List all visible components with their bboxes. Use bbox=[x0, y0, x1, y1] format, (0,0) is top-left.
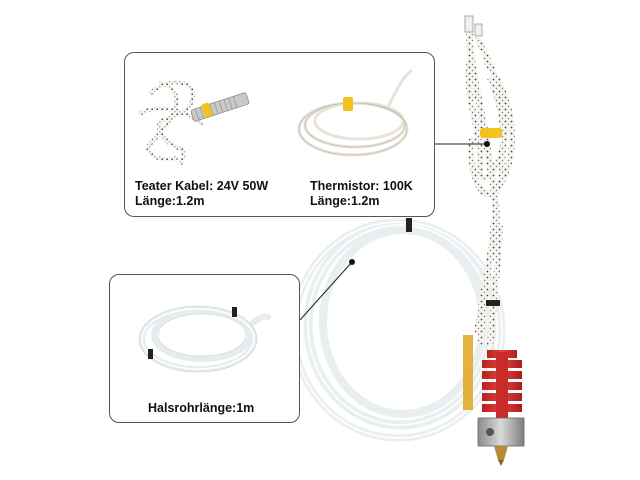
yellow-tie bbox=[480, 128, 502, 138]
tube-length: Halsrohrlänge:1m bbox=[148, 401, 255, 415]
kapton-tape bbox=[463, 335, 473, 410]
thermistor-spec: Thermistor: 100K bbox=[310, 179, 413, 193]
thermistor-cable-image bbox=[297, 69, 413, 157]
heater-length: Länge:1.2m bbox=[135, 194, 205, 208]
thermistor-caption: Thermistor: 100K Länge:1.2m bbox=[310, 179, 413, 209]
tube-caption: Halsrohrlänge:1m bbox=[148, 401, 254, 416]
heater-cartridge-image bbox=[139, 80, 250, 165]
ptfe-tube-image bbox=[138, 305, 271, 373]
thermistor-length: Länge:1.2m bbox=[310, 194, 380, 208]
connector bbox=[464, 15, 474, 33]
cable-tie bbox=[406, 218, 412, 232]
callout-heater-thermistor: Teater Kabel: 24V 50W Länge:1.2m Thermis… bbox=[124, 52, 435, 217]
heater-spec: Teater Kabel: 24V 50W bbox=[135, 179, 269, 193]
leader-lines bbox=[299, 143, 487, 321]
callout-ptfe-tube: Halsrohrlänge:1m bbox=[109, 274, 300, 423]
heater-caption: Teater Kabel: 24V 50W Länge:1.2m bbox=[135, 179, 268, 209]
hotend bbox=[477, 350, 525, 466]
